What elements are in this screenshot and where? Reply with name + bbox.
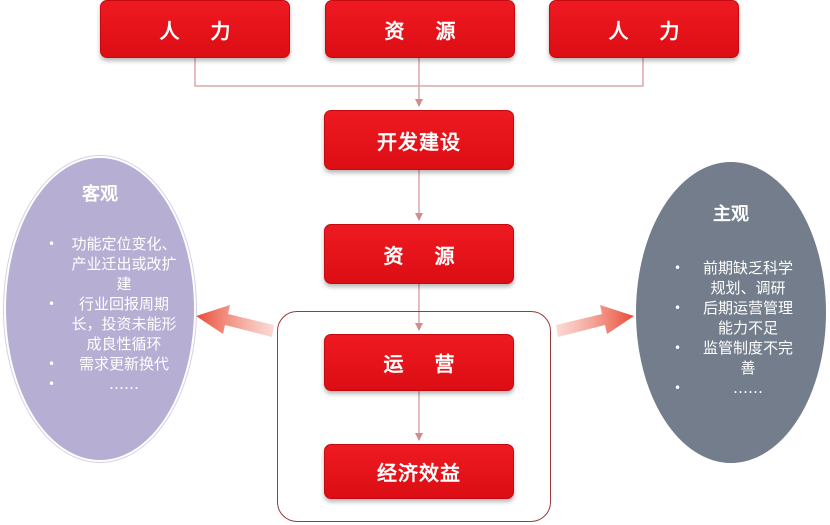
develop-label: 开发建设 [377,129,461,154]
resources-label: 资 源 [383,243,467,268]
objective-title: 客观 [82,184,118,205]
subjective-item: 前期缺乏科学规划、调研 [674,258,800,298]
operations-frame [277,311,551,522]
top-box-resources: 资 源 [325,0,515,58]
objective-item: 功能定位变化、产业迁出或改扩建 [48,234,180,294]
box-develop: 开发建设 [324,110,514,170]
objective-item: 行业回报周期长，投资未能形成良性循环 [48,294,180,354]
box-operations: 运 营 [324,334,514,391]
subjective-ellipse: 主观 前期缺乏科学规划、调研 后期运营管理能力不足 监管制度不完善 …… [636,162,826,463]
objective-list: 功能定位变化、产业迁出或改扩建 行业回报周期长，投资未能形成良性循环 需求更新换… [48,234,180,394]
subjective-title: 主观 [713,204,749,225]
subjective-item: 后期运营管理能力不足 [674,298,800,338]
arrow-to-objective [196,305,274,337]
top-merge-connector [194,58,644,107]
top-box-label: 人 力 [159,18,243,43]
arrow-to-subjective [556,305,634,337]
top-box-label: 人 力 [608,18,692,43]
top-box-label: 资 源 [384,18,468,43]
benefits-label: 经济效益 [377,461,461,485]
top-box-manpower-right: 人 力 [549,0,739,58]
top-box-manpower-left: 人 力 [100,0,290,58]
subjective-item: 监管制度不完善 [674,338,800,378]
box-resources: 资 源 [324,224,514,284]
box-benefits: 经济效益 [324,444,514,499]
operations-label: 运 营 [383,352,467,376]
objective-ellipse: 客观 功能定位变化、产业迁出或改扩建 行业回报周期长，投资未能形成良性循环 需求… [4,156,196,462]
objective-item: 需求更新换代 [48,354,180,374]
subjective-item: …… [674,378,800,398]
objective-item: …… [48,374,180,394]
subjective-list: 前期缺乏科学规划、调研 后期运营管理能力不足 监管制度不完善 …… [674,258,800,398]
